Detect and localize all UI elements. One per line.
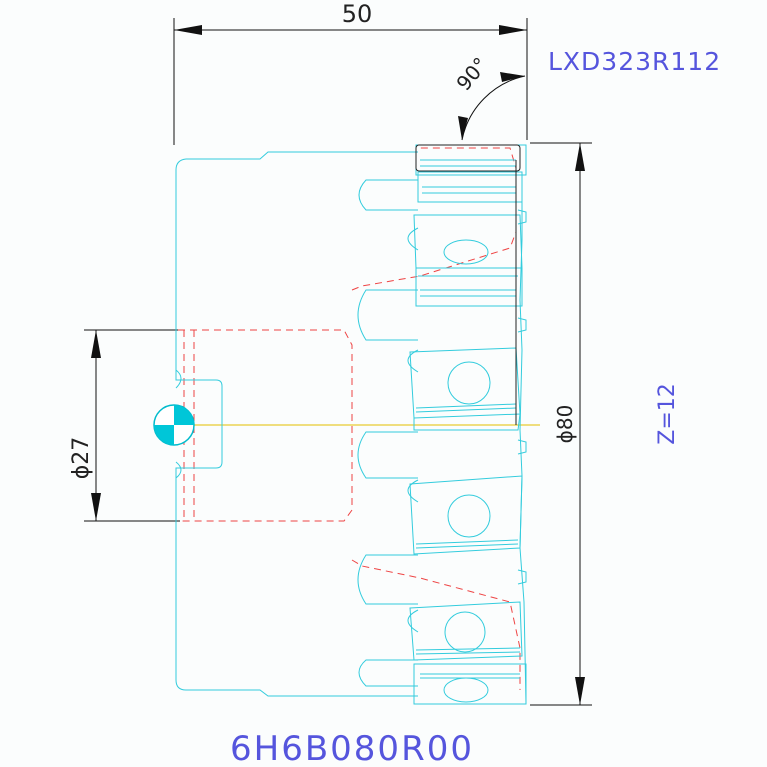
dimension-length-label: 50 xyxy=(342,0,373,28)
dimension-bore-diameter-label: ϕ27 xyxy=(69,437,94,480)
flute-pockets xyxy=(357,179,419,687)
insert-reference-box xyxy=(415,144,521,425)
insert-code-label: 6H6B080R00 xyxy=(230,729,474,767)
dimension-angle xyxy=(458,72,526,141)
teeth-count-label: Z=12 xyxy=(655,383,680,445)
body-outline xyxy=(175,151,418,697)
dimension-outer-diameter-label: ϕ80 xyxy=(553,405,577,444)
dimension-outer-diameter xyxy=(530,142,592,706)
dimension-angle-label: 90° xyxy=(451,53,492,96)
origin-symbol xyxy=(153,404,195,446)
part-number-label: LXD323R112 xyxy=(548,47,721,76)
hidden-bore-lines xyxy=(178,147,521,690)
dimension-length xyxy=(173,18,528,145)
inserts xyxy=(409,144,527,705)
dimension-bore-diameter xyxy=(84,329,180,522)
